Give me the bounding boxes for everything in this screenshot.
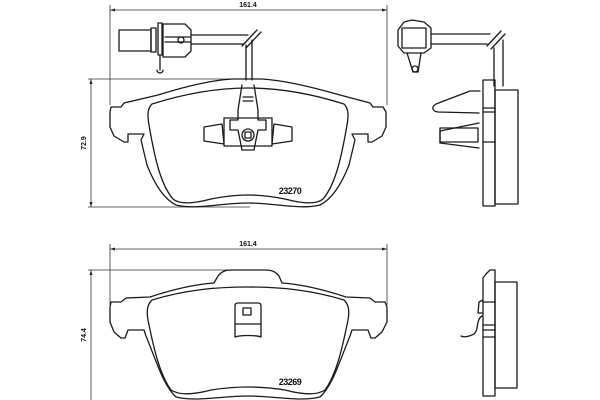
upper-part-number: 23270 bbox=[279, 186, 302, 196]
lower-pad-front-view: 161.4 74.4 23269 bbox=[81, 241, 388, 400]
lower-width-dimension: 161.4 bbox=[239, 241, 257, 248]
lower-pad-side-view bbox=[460, 269, 518, 397]
upper-height-dimension: 72.9 bbox=[81, 136, 88, 150]
upper-pad-front-view: 161.4 72.9 23270 bbox=[81, 2, 388, 208]
upper-pad-side-view bbox=[397, 19, 519, 207]
lower-height-dimension: 74.4 bbox=[81, 328, 88, 342]
lower-part-number: 23269 bbox=[279, 377, 302, 387]
upper-width-dimension: 161.4 bbox=[239, 2, 257, 9]
